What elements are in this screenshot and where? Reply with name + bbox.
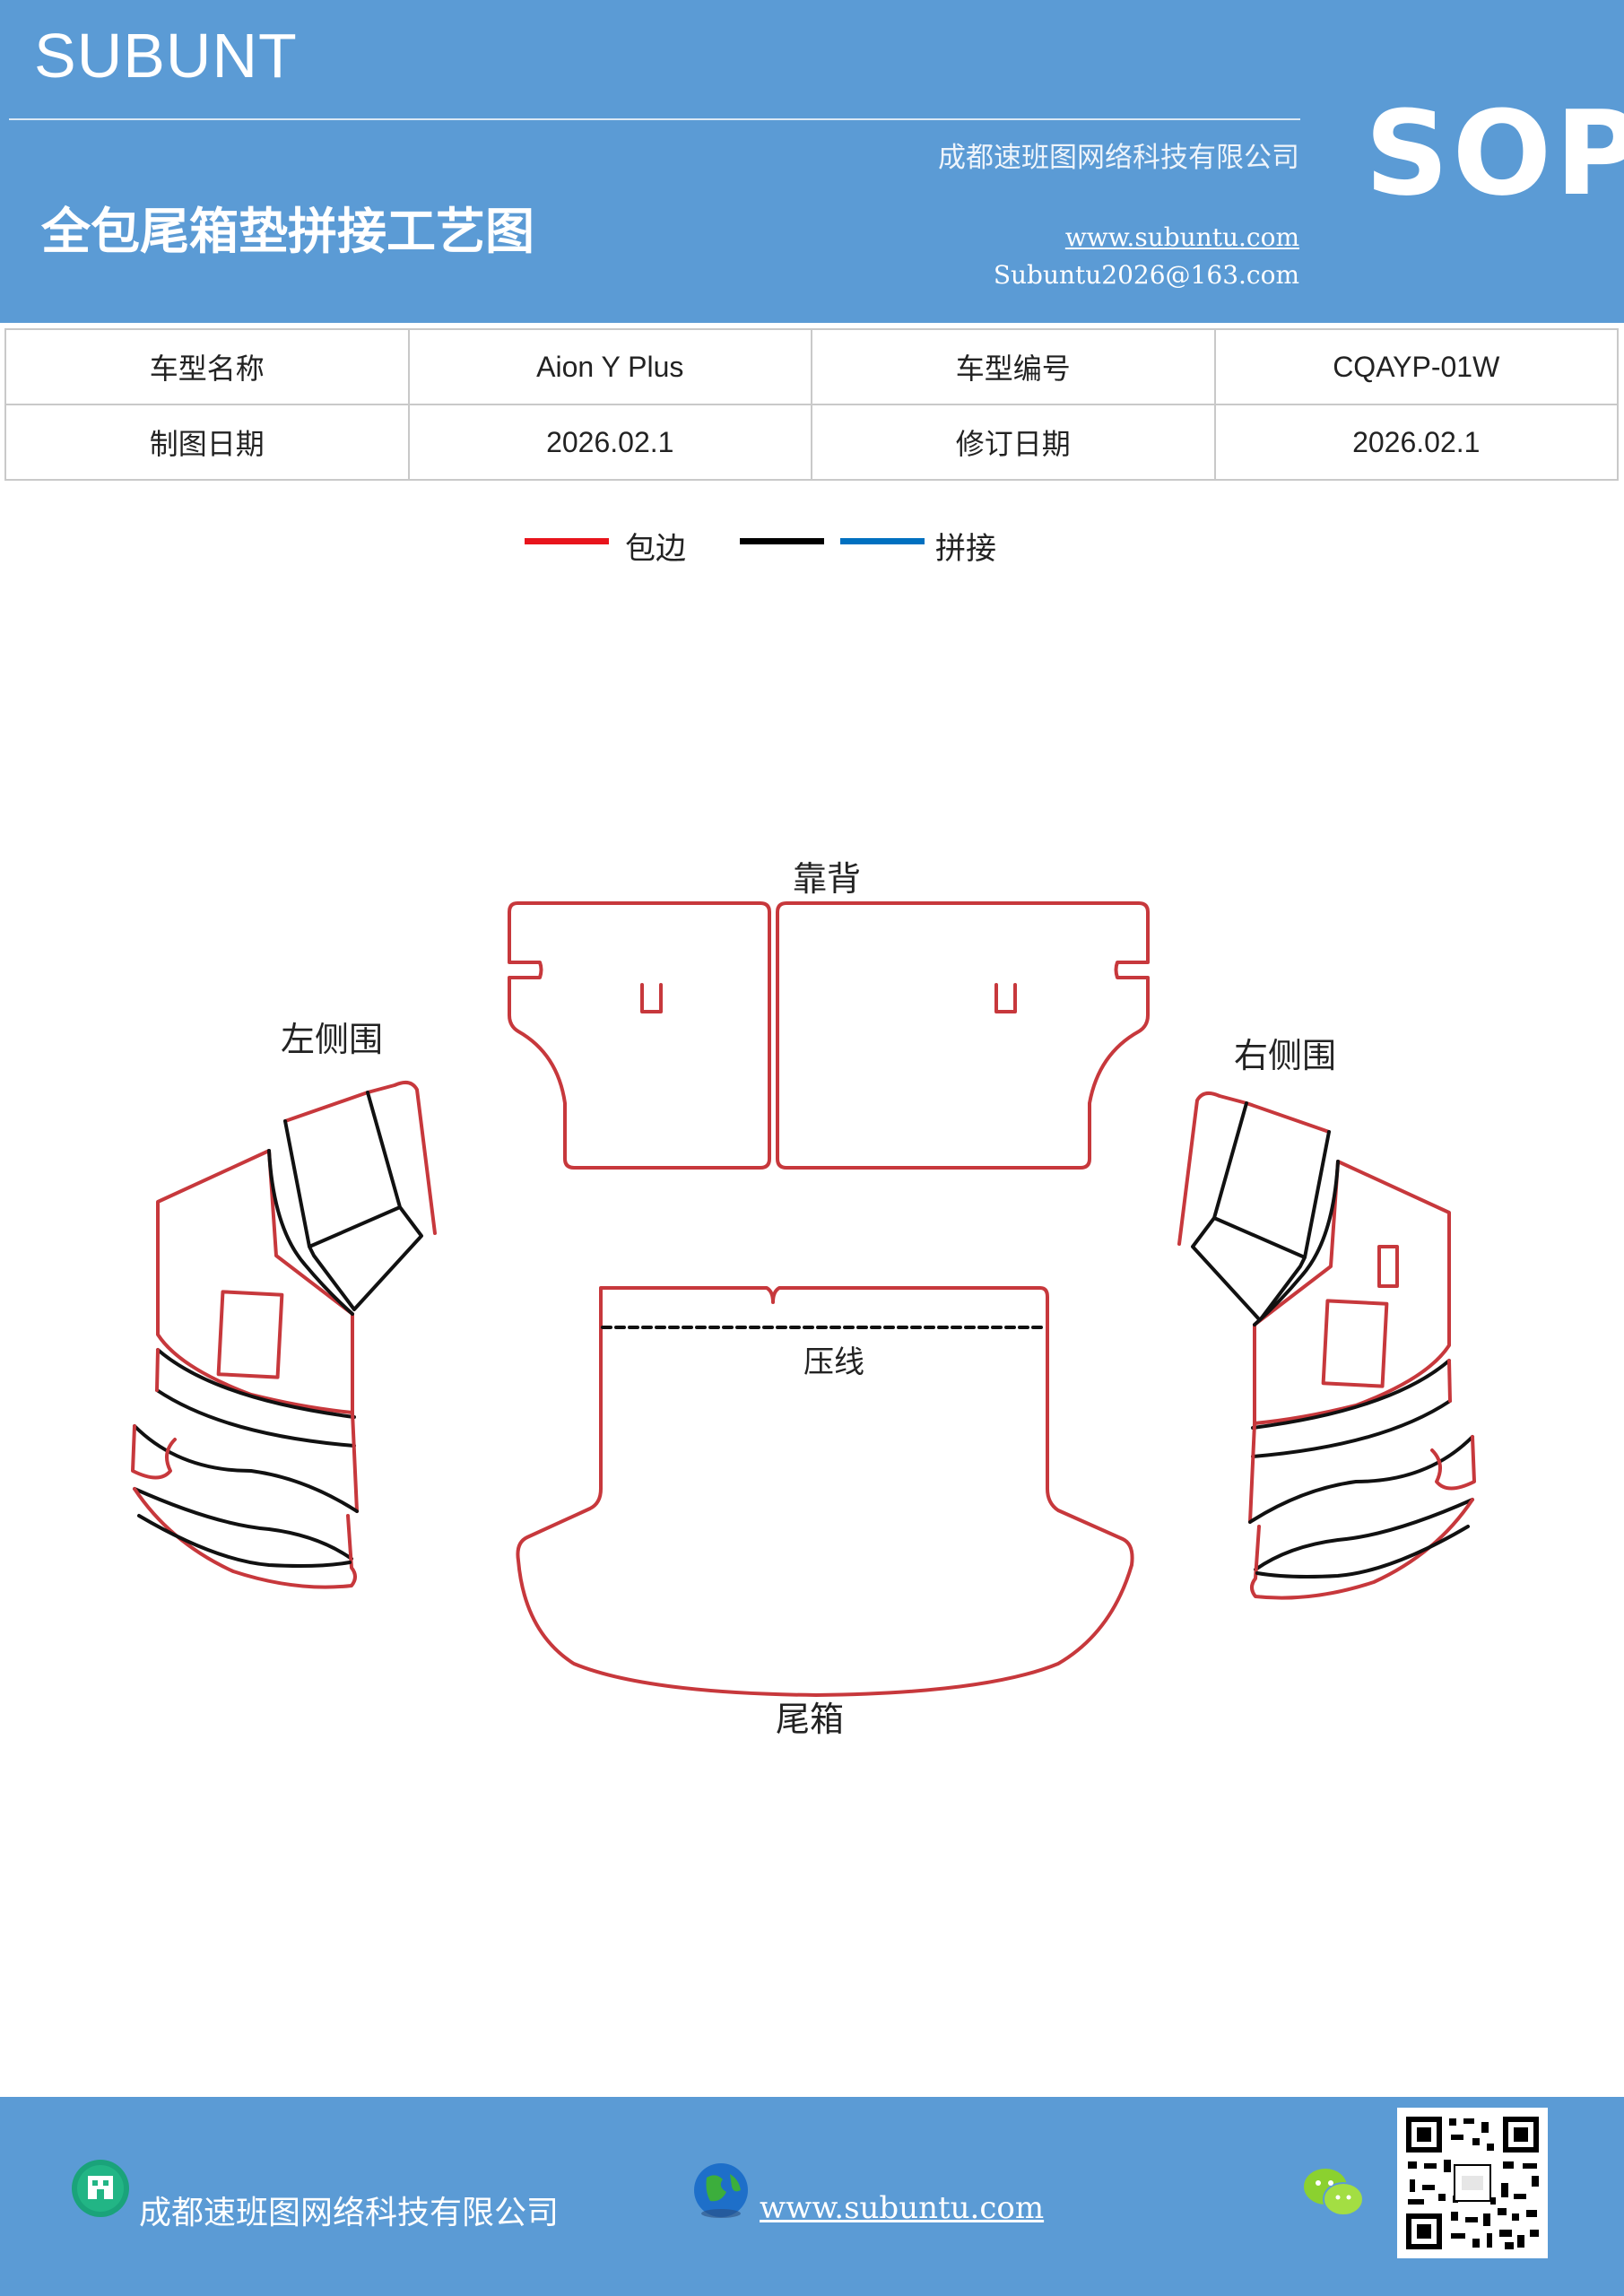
- footer-banner: 成都速班图网络科技有限公司 www.subuntu.com: [0, 2097, 1624, 2296]
- backrest-right-slot: [994, 983, 1017, 1013]
- backrest-left-panel: [508, 901, 771, 1170]
- backrest-left-slot: [640, 983, 663, 1013]
- vehicle-info-table: 车型名称 Aion Y Plus 车型编号 CQAYP-01W 制图日期 202…: [4, 328, 1619, 481]
- table-cell-label: 制图日期: [4, 404, 410, 481]
- right-side-lower-outer: [1250, 1435, 1476, 1600]
- document-title: 全包尾箱垫拼接工艺图: [41, 202, 535, 260]
- left-side-strip-1: [155, 1348, 356, 1448]
- left-side-main-panel: [156, 1149, 354, 1414]
- header-divider: [9, 118, 1300, 120]
- label-crease: 压线: [803, 1344, 864, 1380]
- footer-company: 成都速班图网络科技有限公司: [139, 2195, 560, 2231]
- table-row: 制图日期 2026.02.1 修订日期 2026.02.1: [4, 404, 1619, 481]
- table-cell-value: 2026.02.1: [407, 404, 812, 481]
- left-side-cutout: [216, 1290, 284, 1379]
- sop-badge: SOP: [1365, 85, 1624, 222]
- header-email: Subuntu2026@163.com: [993, 260, 1299, 290]
- brand-name: SUBUNT: [34, 21, 298, 91]
- legend-label-edge: 包边: [625, 531, 686, 567]
- left-side-upper-outer: [283, 1080, 437, 1235]
- right-side-strip-1: [1251, 1359, 1452, 1458]
- footer-website-link[interactable]: www.subuntu.com: [760, 2190, 1045, 2226]
- trunk-floor-panel: [516, 1286, 1134, 1697]
- legend-swatch-black: [740, 538, 824, 544]
- left-side-strip-outer: [155, 1348, 359, 1513]
- qr-code: [1397, 2108, 1548, 2258]
- backrest-right-panel: [776, 901, 1150, 1170]
- label-right-side: 右侧围: [1234, 1036, 1336, 1075]
- header-company: 成都速班图网络科技有限公司: [938, 142, 1299, 174]
- left-side-upper-splice: [283, 1091, 423, 1311]
- table-cell-value: Aion Y Plus: [407, 328, 812, 405]
- wechat-icon[interactable]: [1302, 2165, 1365, 2219]
- right-side-lower-splice: [1255, 1525, 1470, 1578]
- table-cell-label: 车型编号: [811, 328, 1216, 405]
- left-side-main-splice: [267, 1149, 354, 1316]
- legend: 包边 拼接: [0, 520, 1624, 574]
- label-backrest: 靠背: [793, 859, 861, 899]
- right-side-main-splice: [1253, 1160, 1340, 1326]
- left-side-strip-2: [133, 1424, 359, 1561]
- table-cell-value: CQAYP-01W: [1213, 328, 1619, 405]
- right-side-upper-outer: [1177, 1091, 1331, 1246]
- table-cell-label: 修订日期: [811, 404, 1216, 481]
- legend-swatch-edge: [525, 538, 609, 544]
- right-side-cutout: [1321, 1299, 1389, 1388]
- table-cell-label: 车型名称: [4, 328, 410, 405]
- right-side-upper-splice: [1191, 1101, 1331, 1322]
- header-banner: SUBUNT 成都速班图网络科技有限公司 全包尾箱垫拼接工艺图 www.subu…: [0, 0, 1624, 323]
- legend-swatch-splice: [840, 538, 925, 544]
- globe-icon: [694, 2163, 748, 2218]
- left-side-lower-splice: [137, 1514, 352, 1568]
- table-row: 车型名称 Aion Y Plus 车型编号 CQAYP-01W: [4, 328, 1619, 405]
- building-icon: [72, 2160, 129, 2217]
- legend-label-splice: 拼接: [935, 531, 996, 567]
- label-trunk: 尾箱: [776, 1700, 844, 1739]
- left-side-lower-outer: [131, 1424, 357, 1589]
- right-side-strip-outer: [1248, 1359, 1452, 1524]
- label-left-side: 左侧围: [281, 1020, 383, 1059]
- right-side-strip-2: [1248, 1435, 1474, 1571]
- table-cell-value: 2026.02.1: [1213, 404, 1619, 481]
- header-website-link[interactable]: www.subuntu.com: [1064, 222, 1299, 252]
- right-side-small-cutout: [1377, 1245, 1399, 1288]
